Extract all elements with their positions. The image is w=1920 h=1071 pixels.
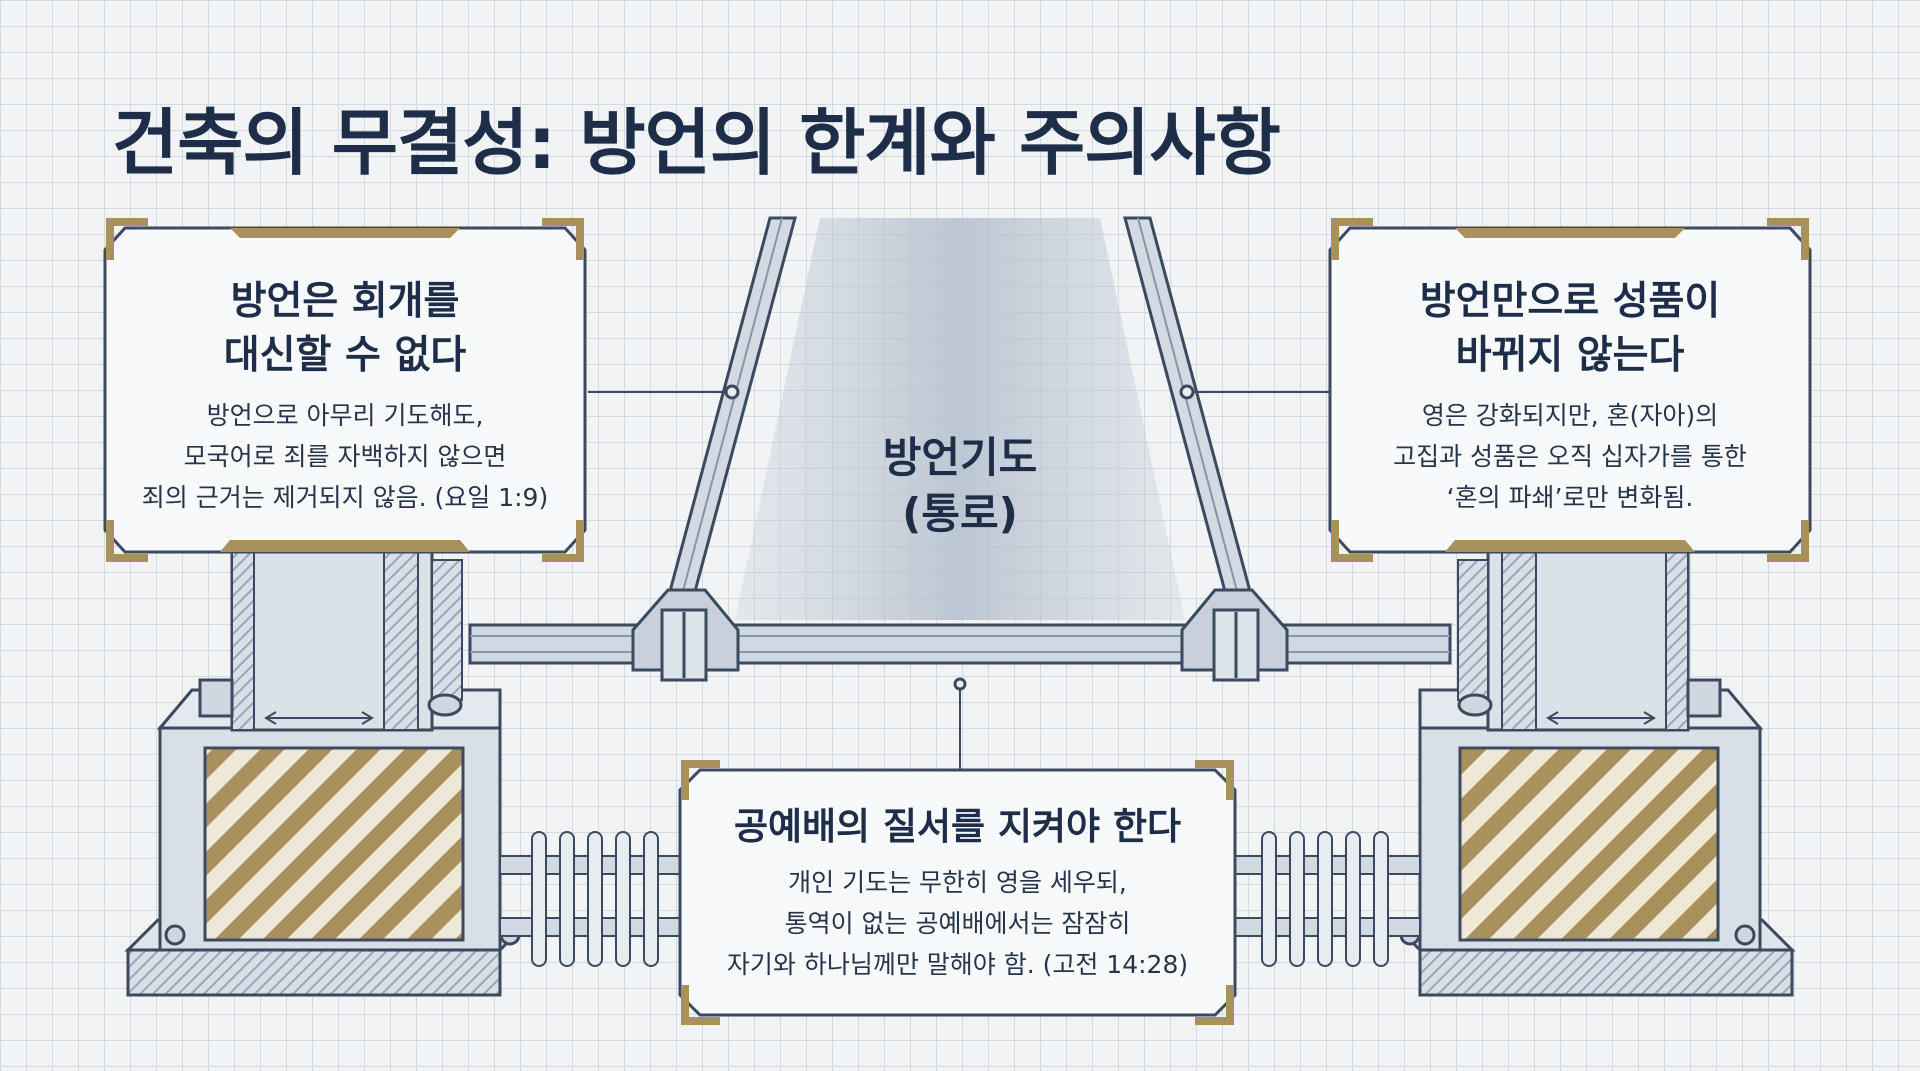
joint-left — [631, 588, 740, 682]
left-spring-fins — [531, 831, 659, 967]
passage-label: 방언기도 (통로) — [882, 433, 1038, 538]
card-right-heading: 방언만으로 성품이 바뀌지 않는다 — [1419, 279, 1721, 378]
card-right-body: 영은 강화되지만, 혼(자아)의 고집과 성품은 오직 십자가를 통한 ‘혼의 … — [1393, 401, 1747, 512]
card-bottom-body: 개인 기도는 무한히 영을 세우되, 통역이 없는 공예배에서는 잠잠히 자기와… — [726, 868, 1189, 979]
card-bottom: 공예배의 질서를 지켜야 한다 개인 기도는 무한히 영을 세우되, 통역이 없… — [700, 800, 1215, 985]
card-right-frame — [1328, 218, 1812, 562]
left-pillar-assembly — [124, 546, 534, 997]
card-left-body: 방언으로 아무리 기도해도, 모국어로 죄를 자백하지 않으면 죄의 근거는 제… — [141, 401, 549, 512]
right-pillar-assembly — [1386, 546, 1796, 997]
passage-beam — [735, 218, 1185, 620]
card-right: 방언만으로 성품이 바뀌지 않는다 영은 강화되지만, 혼(자아)의 고집과 성… — [1350, 275, 1790, 518]
page-title: 건축의 무결성: 방언의 한계와 주의사항 — [112, 101, 1281, 185]
card-left: 방언은 회개를 대신할 수 없다 방언으로 아무리 기도해도, 모국어로 죄를 … — [125, 275, 565, 518]
card-bottom-frame — [678, 760, 1237, 1025]
card-bottom-heading: 공예배의 질서를 지켜야 한다 — [733, 805, 1182, 848]
joint-right — [1180, 588, 1289, 682]
card-left-frame — [103, 218, 587, 562]
card-left-heading: 방언은 회개를 대신할 수 없다 — [223, 279, 467, 378]
right-spring-fins — [1261, 831, 1389, 967]
tie-beam — [468, 623, 1452, 665]
